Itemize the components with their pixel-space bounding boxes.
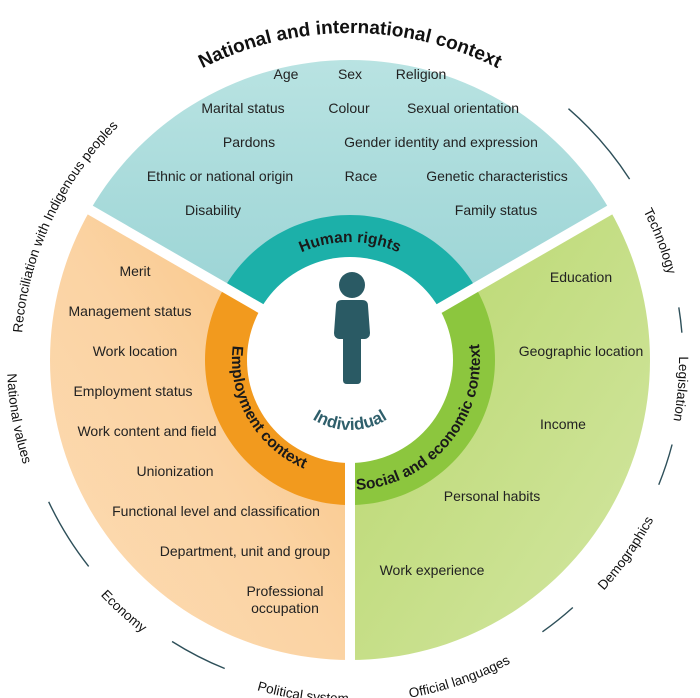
ring-label-political-system: Political system: [256, 679, 349, 698]
item-income: Income: [540, 416, 586, 432]
ring-label-technology: Technology: [641, 206, 680, 276]
ring-line-segment: [678, 307, 683, 333]
social-economic-sector: [350, 210, 650, 660]
human-rights-band: [224, 215, 476, 310]
ring-line-segment: [171, 640, 225, 670]
item-sexual-orientation: Sexual orientation: [407, 100, 519, 116]
item-marital-status: Marital status: [201, 100, 284, 116]
social-economic-items: Education Geographic location Income Per…: [380, 269, 644, 578]
item-employment-status: Employment status: [73, 383, 192, 399]
ring-line-segment: [568, 108, 631, 180]
human-rights-sector: [90, 60, 610, 289]
item-work-experience: Work experience: [380, 562, 485, 578]
person-icon: [334, 272, 370, 384]
employment-context-sector: [50, 210, 351, 660]
ring-label-national-values: National values: [4, 373, 35, 466]
item-work-content: Work content and field: [77, 423, 216, 439]
item-geographic-location: Geographic location: [519, 343, 644, 359]
ring-line-segment: [542, 606, 574, 633]
ring-label-demographics: Demographics: [595, 514, 657, 593]
item-education: Education: [550, 269, 612, 285]
item-unionization: Unionization: [136, 463, 213, 479]
item-race: Race: [345, 168, 378, 184]
item-merit: Merit: [119, 263, 150, 279]
ring-label-official-languages: Official languages: [408, 652, 513, 698]
item-gender-identity: Gender identity and expression: [344, 134, 538, 150]
item-genetic-characteristics: Genetic characteristics: [426, 168, 568, 184]
item-religion: Religion: [396, 66, 447, 82]
ring-line-segment: [48, 501, 90, 567]
item-functional-level: Functional level and classification: [112, 503, 320, 519]
item-ethnic-origin: Ethnic or national origin: [147, 168, 293, 184]
item-department-unit-group: Department, unit and group: [160, 543, 331, 559]
employment-items: Merit Management status Work location Em…: [69, 263, 331, 616]
item-management-status: Management status: [69, 303, 192, 319]
item-colour: Colour: [328, 100, 370, 116]
item-age: Age: [274, 66, 299, 82]
social-economic-band: [350, 287, 495, 505]
employment-context-band: [205, 287, 350, 505]
item-work-location: Work location: [93, 343, 178, 359]
ring-label-economy: Economy: [98, 587, 150, 636]
item-family-status: Family status: [455, 202, 537, 218]
item-professional-occupation-line1: Professional: [246, 583, 323, 599]
item-disability: Disability: [185, 202, 241, 218]
item-pardons: Pardons: [223, 134, 275, 150]
ring-line-segment: [658, 444, 673, 486]
outer-context-ring: [48, 108, 683, 670]
item-sex: Sex: [338, 66, 362, 82]
ring-label-legislation: Legislation: [670, 356, 691, 422]
item-personal-habits: Personal habits: [444, 488, 541, 504]
item-professional-occupation-line2: occupation: [251, 600, 319, 616]
human-rights-items: Age Sex Religion Marital status Colour S…: [147, 66, 568, 218]
